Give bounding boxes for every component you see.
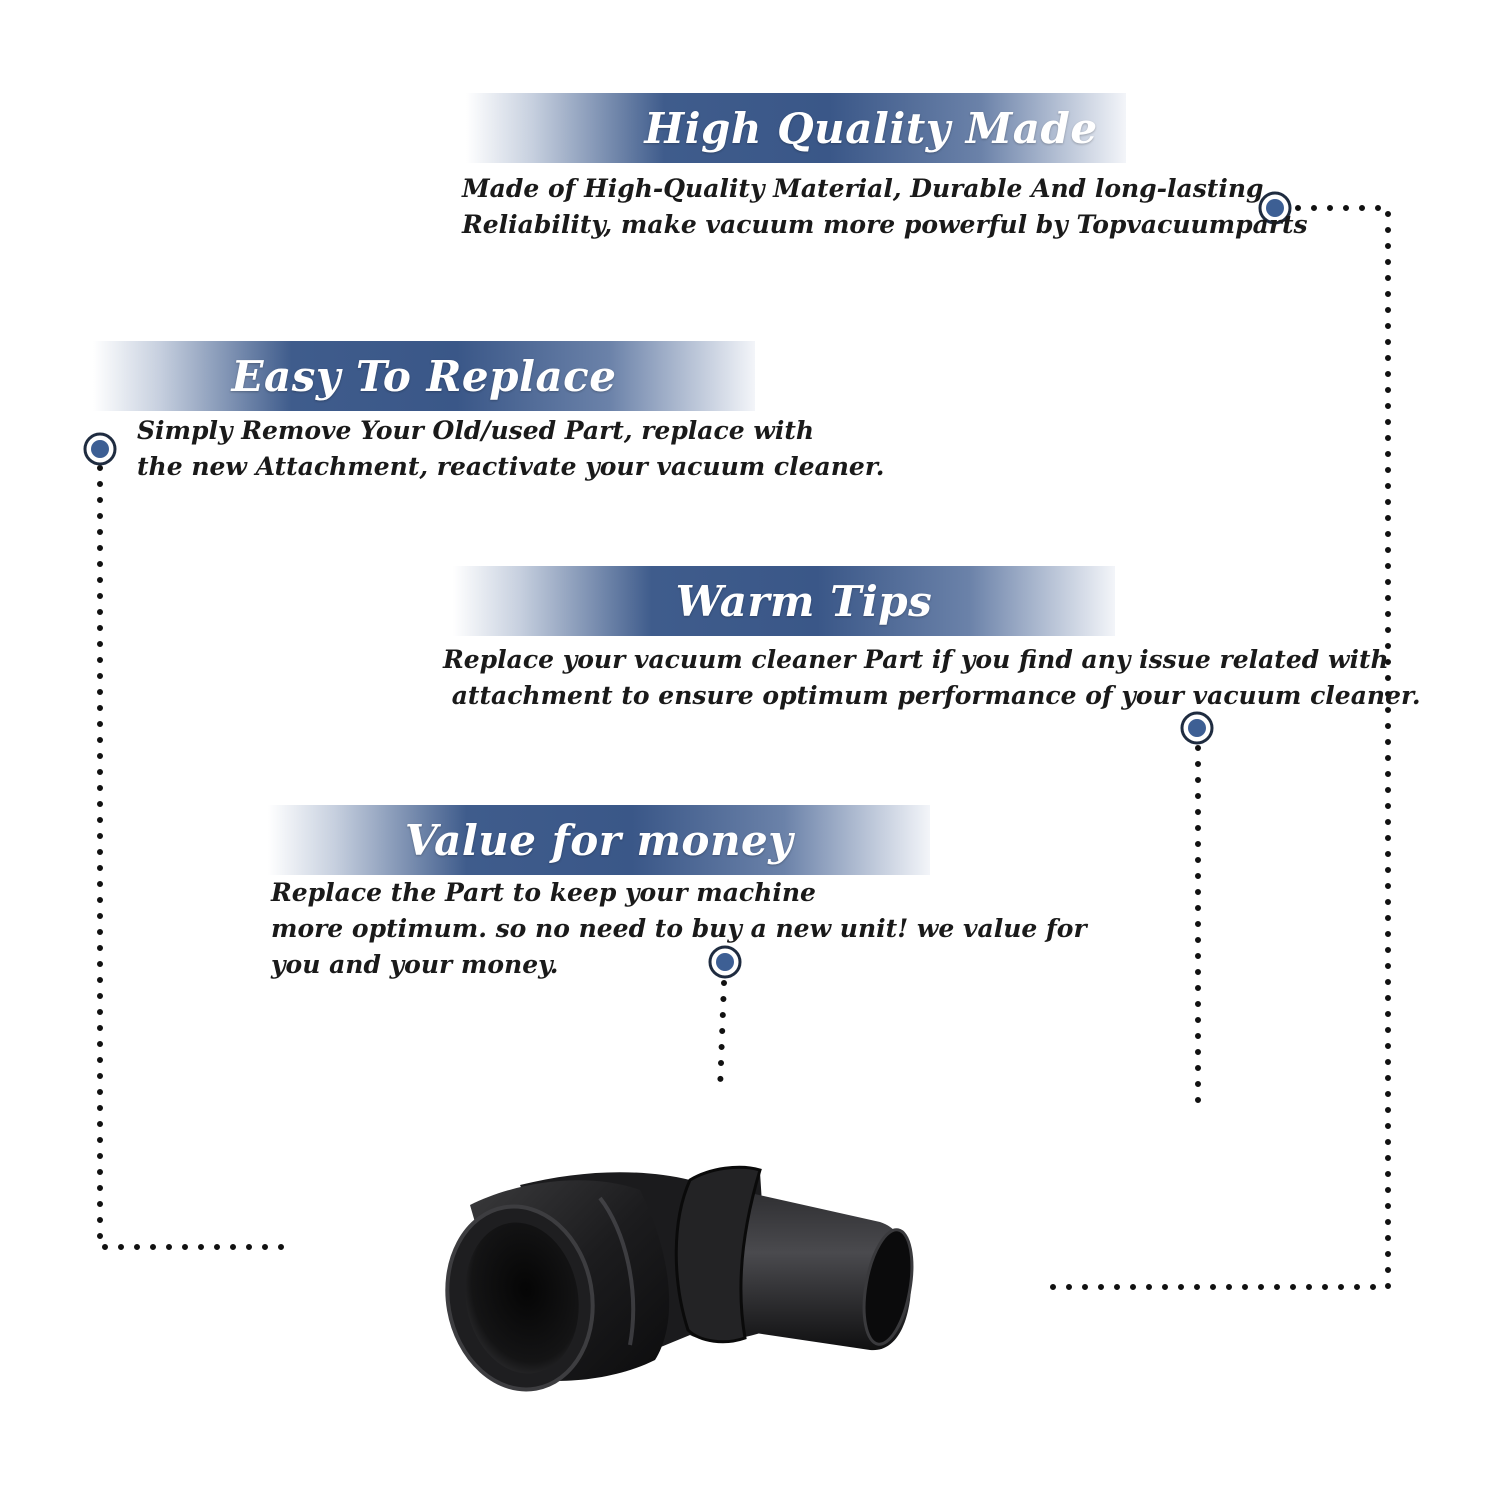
description-line: Made of High-Quality Material, Durable A… — [462, 174, 1264, 203]
description-line: the new Attachment, reactivate your vacu… — [137, 452, 885, 481]
feature-description-value-money: Replace the Part to keep your machine mo… — [271, 875, 1087, 983]
feature-title: Easy To Replace — [231, 351, 617, 401]
description-line: attachment to ensure optimum performance… — [443, 681, 1421, 710]
marker-high-quality — [1258, 191, 1292, 225]
connector-value-money — [717, 980, 727, 1093]
marker-easy-replace — [83, 432, 117, 466]
banner-easy-replace: Easy To Replace — [93, 341, 755, 411]
connector-high-quality — [1037, 205, 1391, 1290]
description-line: you and your money. — [271, 950, 559, 979]
feature-title: Value for money — [404, 815, 794, 865]
description-line: Replace your vacuum cleaner Part if you … — [443, 645, 1389, 674]
feature-description-high-quality: Made of High-Quality Material, Durable A… — [462, 171, 1308, 243]
feature-description-easy-replace: Simply Remove Your Old/used Part, replac… — [137, 413, 884, 485]
feature-description-warm-tips: Replace your vacuum cleaner Part if you … — [443, 642, 1421, 714]
description-line: more optimum. so no need to buy a new un… — [271, 914, 1087, 943]
feature-title: High Quality Made — [644, 103, 1098, 153]
banner-high-quality: High Quality Made — [466, 93, 1126, 163]
connector-easy-replace — [97, 465, 299, 1250]
banner-value-money: Value for money — [268, 805, 930, 875]
description-line: Reliability, make vacuum more powerful b… — [462, 210, 1308, 239]
description-line: Simply Remove Your Old/used Part, replac… — [137, 416, 815, 445]
banner-warm-tips: Warm Tips — [453, 566, 1115, 636]
feature-title: Warm Tips — [675, 576, 933, 626]
marker-warm-tips — [1180, 711, 1214, 745]
description-line: Replace the Part to keep your machine — [271, 878, 816, 907]
marker-value-money — [708, 945, 742, 979]
